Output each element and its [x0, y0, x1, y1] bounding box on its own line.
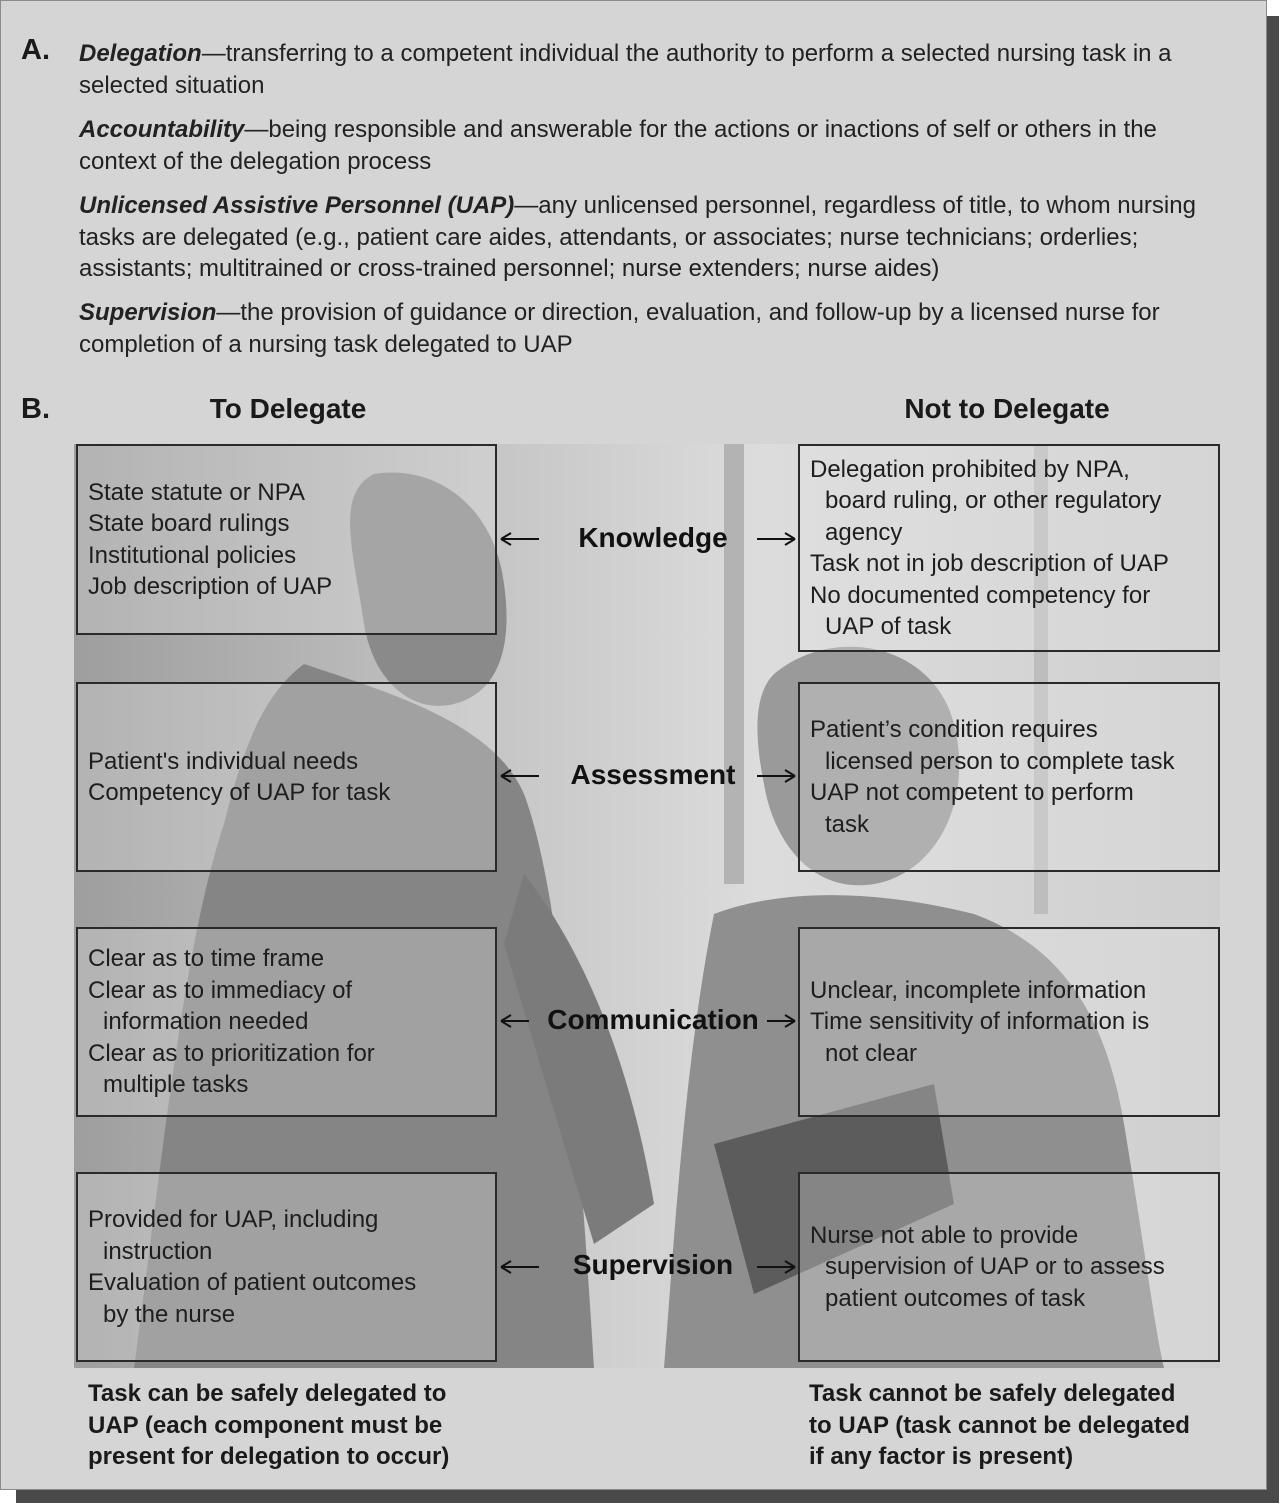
box-line: task	[810, 809, 1208, 841]
right-arrow-icon	[755, 766, 797, 786]
not-to-delegate-footer: Task cannot be safely delegated to UAP (…	[809, 1378, 1190, 1473]
definition-supervision: Supervision—the provision of guidance or…	[79, 297, 1239, 360]
section-b-letter: B.	[21, 393, 50, 426]
not-delegate-knowledge-box: Delegation prohibited by NPA, board ruli…	[798, 444, 1220, 652]
box-line: licensed person to complete task	[810, 746, 1208, 778]
footer-line: Task cannot be safely delegated	[809, 1378, 1190, 1410]
definition-delegation: Delegation—transferring to a competent i…	[79, 38, 1239, 101]
box-line: Competency of UAP for task	[88, 777, 485, 809]
definition-term: Supervision	[79, 299, 216, 326]
definition-uap: Unlicensed Assistive Personnel (UAP)—any…	[79, 190, 1239, 285]
definition-term: Unlicensed Assistive Personnel (UAP)	[79, 192, 514, 219]
footer-line: Task can be safely delegated to	[88, 1378, 449, 1410]
box-line: by the nurse	[88, 1299, 485, 1331]
communication-label: Communication	[503, 1004, 803, 1036]
box-line: No documented competency for	[810, 580, 1208, 612]
to-delegate-communication-box: Clear as to time frame Clear as to immed…	[76, 927, 497, 1117]
to-delegate-knowledge-box: State statute or NPA State board rulings…	[76, 444, 497, 635]
box-line: Institutional policies	[88, 540, 485, 572]
to-delegate-footer: Task can be safely delegated to UAP (eac…	[88, 1378, 449, 1473]
box-line: not clear	[810, 1038, 1208, 1070]
box-line: Task not in job description of UAP	[810, 548, 1208, 580]
footer-line: to UAP (task cannot be delegated	[809, 1410, 1190, 1442]
box-line: Clear as to immediacy of	[88, 975, 485, 1007]
section-a-letter: A.	[21, 34, 50, 67]
box-line: State board rulings	[88, 508, 485, 540]
definition-text: —transferring to a competent individual …	[79, 40, 1172, 99]
box-line: Unclear, incomplete information	[810, 975, 1208, 1007]
definition-term: Delegation	[79, 40, 202, 67]
box-line: Provided for UAP, including	[88, 1204, 485, 1236]
box-line: Patient’s condition requires	[810, 714, 1208, 746]
to-delegate-supervision-box: Provided for UAP, including instruction …	[76, 1172, 497, 1362]
box-line: UAP of task	[810, 611, 1208, 643]
right-arrow-icon	[755, 529, 797, 549]
box-line: Delegation prohibited by NPA,	[810, 454, 1208, 486]
right-arrow-icon	[765, 1011, 797, 1031]
definition-term: Accountability	[79, 116, 244, 143]
footer-line: present for delegation to occur)	[88, 1441, 449, 1473]
figure-panel: A. Delegation—transferring to a competen…	[0, 0, 1267, 1490]
box-line: Nurse not able to provide	[810, 1220, 1208, 1252]
footer-line: if any factor is present)	[809, 1441, 1190, 1473]
box-line: information needed	[88, 1006, 485, 1038]
box-line: supervision of UAP or to assess	[810, 1251, 1208, 1283]
footer-line: UAP (each component must be	[88, 1410, 449, 1442]
box-line: agency	[810, 517, 1208, 549]
box-line: multiple tasks	[88, 1069, 485, 1101]
to-delegate-header: To Delegate	[138, 393, 438, 425]
box-line: patient outcomes of task	[810, 1283, 1208, 1315]
not-delegate-assessment-box: Patient’s condition requires licensed pe…	[798, 682, 1220, 872]
box-line: State statute or NPA	[88, 477, 485, 509]
definition-accountability: Accountability—being responsible and ans…	[79, 114, 1239, 177]
definition-text: —the provision of guidance or direction,…	[79, 299, 1160, 358]
box-line: Evaluation of patient outcomes	[88, 1267, 485, 1299]
box-line: Job description of UAP	[88, 571, 485, 603]
box-line: board ruling, or other regulatory	[810, 485, 1208, 517]
box-line: Clear as to prioritization for	[88, 1038, 485, 1070]
right-arrow-icon	[755, 1257, 797, 1277]
box-line: Patient's individual needs	[88, 746, 485, 778]
box-line: Time sensitivity of information is	[810, 1006, 1208, 1038]
not-delegate-supervision-box: Nurse not able to provide supervision of…	[798, 1172, 1220, 1362]
not-to-delegate-header: Not to Delegate	[857, 393, 1157, 425]
box-line: instruction	[88, 1236, 485, 1268]
box-line: Clear as to time frame	[88, 943, 485, 975]
to-delegate-assessment-box: Patient's individual needs Competency of…	[76, 682, 497, 872]
not-delegate-communication-box: Unclear, incomplete information Time sen…	[798, 927, 1220, 1117]
box-line: UAP not competent to perform	[810, 777, 1208, 809]
